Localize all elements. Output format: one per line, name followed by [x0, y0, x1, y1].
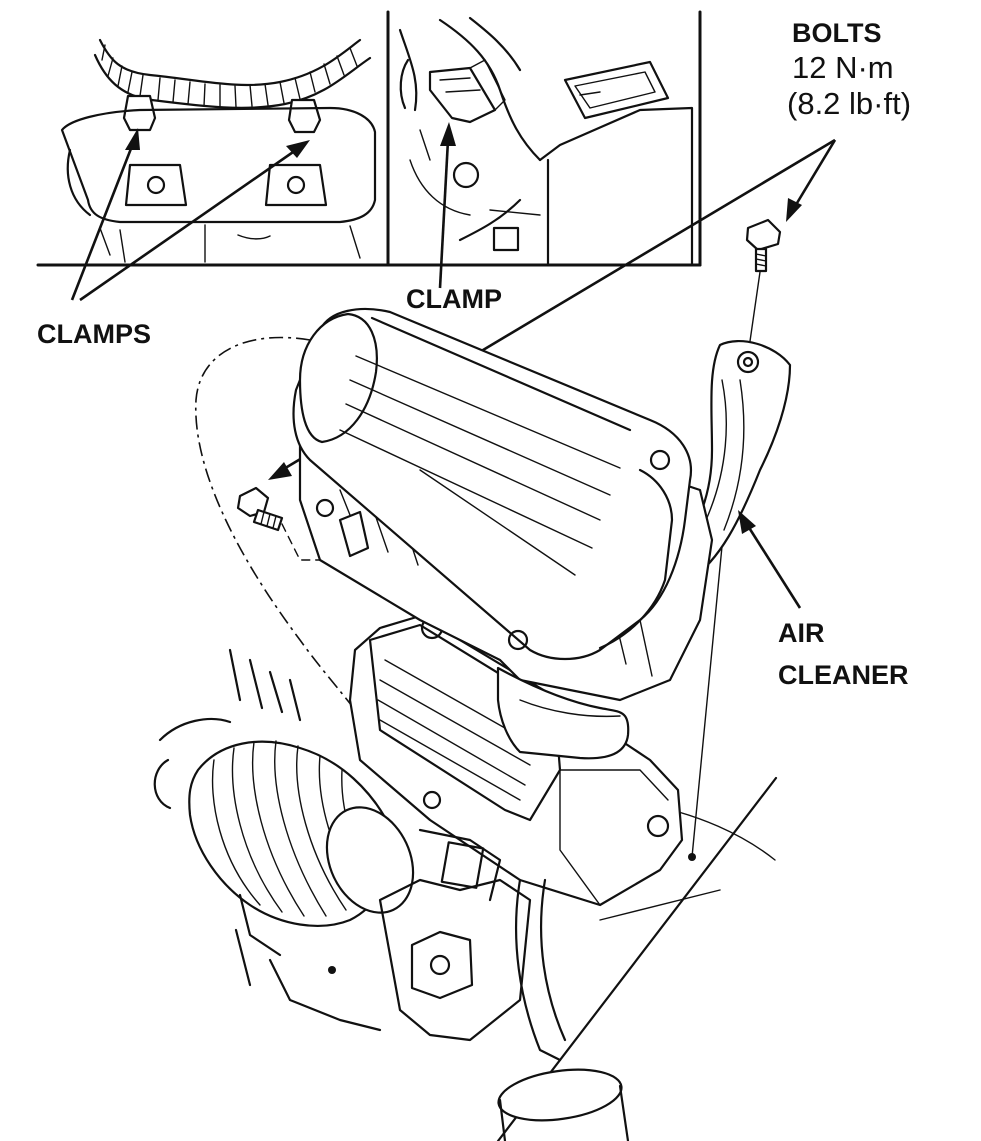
air-cleaner-assembly — [292, 307, 792, 760]
lower-box-boss-2 — [646, 814, 670, 838]
clamps-arrowhead-left — [125, 128, 140, 150]
cover-clip — [338, 510, 370, 558]
clamp-label: CLAMP — [406, 284, 502, 314]
air-cleaner-leader-line — [746, 525, 802, 609]
lower-dot — [328, 966, 336, 974]
housing-tab-hole-left — [146, 175, 166, 195]
engine-mount-bolt — [429, 954, 451, 976]
engine-bay — [153, 359, 778, 1141]
lower-box-boss-3 — [422, 790, 442, 810]
housing-edge-left-inset — [66, 148, 92, 217]
outlet-tube-body — [498, 1084, 630, 1141]
bolt-leader-right — [792, 139, 837, 209]
outlet-tube-rim — [497, 1068, 623, 1122]
bolts-torque-lbft: (8.2 lb·ft) — [787, 86, 911, 121]
lower-air-box-lid — [368, 623, 562, 822]
mid-lower-structure — [458, 158, 550, 267]
callout-labels: BOLTS 12 N·m (8.2 lb·ft) CLAMP CLAMPS AI… — [37, 18, 911, 690]
housing-tab-hole-right — [286, 175, 306, 195]
bolt-arrowhead-left — [268, 462, 292, 480]
mid-bolt-boss — [452, 161, 480, 189]
mid-connector — [428, 66, 497, 124]
clamps-label: CLAMPS — [37, 319, 151, 349]
cover-ribs — [339, 355, 621, 576]
engine-mount-pad — [410, 930, 474, 1000]
bolt-right — [745, 218, 782, 356]
intake-bellows — [188, 740, 415, 927]
clamps-leader-right — [79, 148, 297, 302]
cover-rib-1 — [370, 316, 632, 432]
cover-latch-2 — [507, 629, 529, 651]
harness-top-edge — [98, 38, 362, 87]
lower-frame-left — [234, 893, 382, 1032]
wiring-strands — [228, 648, 302, 722]
bolts-label: BOLTS — [792, 18, 882, 48]
hose-left-1 — [153, 718, 232, 810]
air-cleaner-label-line1: AIR — [778, 618, 825, 648]
cover-latch-3 — [315, 498, 335, 518]
clamps-leader-left — [70, 145, 134, 301]
mid-bracket — [563, 60, 670, 120]
clamp-leader — [438, 139, 450, 289]
clamp-arrowhead — [440, 122, 456, 146]
mid-housing-edge — [538, 106, 694, 267]
mid-curve — [399, 58, 410, 110]
mid-harness-back — [468, 16, 522, 72]
air-cleaner-label-line2: CLEANER — [778, 660, 909, 690]
clamps-arrowhead-right — [286, 140, 310, 158]
bolt-arrowhead-right — [786, 198, 802, 222]
inset-clamps-harness — [60, 38, 377, 302]
mount-bracket-hole-inner — [742, 356, 754, 368]
mount-bracket-hole — [736, 350, 760, 374]
harness-bottom-edge — [93, 53, 372, 109]
body-curve-2 — [599, 889, 721, 921]
housing-tab-left — [124, 163, 188, 207]
mid-small-block — [492, 226, 520, 252]
vertical-hose — [514, 878, 567, 1062]
air-cleaner-cover — [292, 307, 693, 660]
housing-top-left-inset — [60, 106, 377, 224]
bolt-left — [236, 486, 373, 561]
bolt-right-head — [745, 218, 782, 252]
cover-latch-1 — [649, 449, 671, 471]
inset-connector-clamp — [398, 16, 694, 289]
bolts-torque-nm: 12 N·m — [792, 50, 894, 85]
harness-clamp-right — [287, 98, 322, 134]
air-cleaner-leader — [738, 510, 802, 609]
engine-mount — [378, 878, 532, 1042]
housing-tab-right — [264, 163, 328, 207]
removal-path-line — [195, 336, 356, 711]
engine-bracket-block — [440, 841, 485, 889]
inset-panels — [36, 10, 702, 267]
mount-bracket-ribs — [705, 379, 745, 531]
harness-corrugations — [101, 44, 358, 108]
cover-front-edge — [598, 468, 674, 650]
engine-bracket — [418, 828, 502, 902]
air-cleaner-arrowhead — [738, 510, 756, 534]
mid-harness-left — [398, 28, 418, 112]
harness-clamp-left — [122, 94, 157, 132]
